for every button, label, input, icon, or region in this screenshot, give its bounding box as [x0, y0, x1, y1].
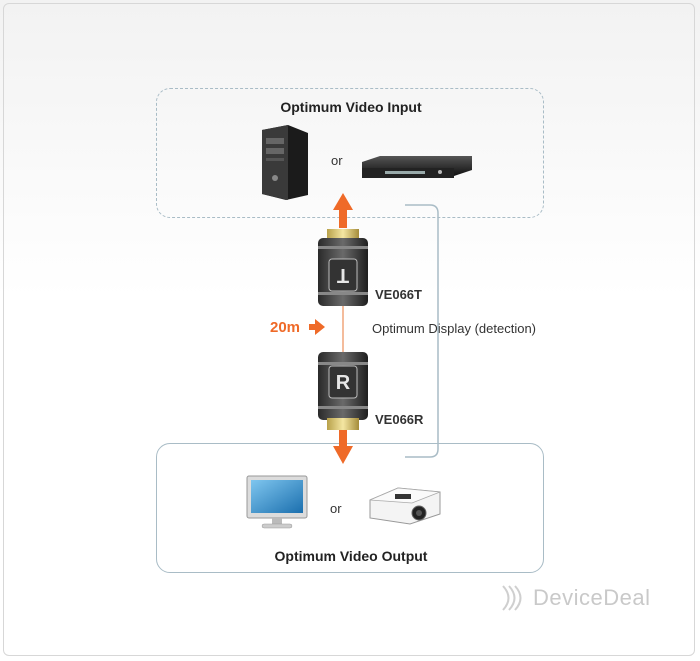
distance-arrow-icon — [309, 319, 325, 335]
arrow-down-icon — [333, 428, 353, 464]
lcd-monitor-icon — [246, 475, 308, 529]
detection-line — [405, 204, 439, 458]
projector-icon — [369, 487, 441, 525]
or-text-output: or — [330, 501, 342, 516]
devicedeal-logo-icon — [502, 585, 522, 611]
distance-label: 20m — [270, 319, 301, 336]
or-text-input: or — [331, 153, 343, 168]
detection-label: Optimum Display (detection) — [369, 321, 539, 336]
receiver-dongle-icon: R — [318, 352, 368, 430]
transmitter-dongle-icon: T — [318, 229, 368, 306]
svg-text:T: T — [337, 264, 349, 286]
dvd-player-icon — [362, 156, 472, 178]
input-group-title: Optimum Video Input — [280, 99, 422, 115]
svg-text:R: R — [336, 372, 351, 394]
devicedeal-watermark: DeviceDeal — [533, 585, 651, 610]
transmitter-label: VE066T — [375, 287, 422, 302]
video-output-group: Optimum Video Output — [156, 443, 544, 573]
output-group-title: Optimum Video Output — [274, 548, 428, 564]
video-input-group: Optimum Video Input — [156, 88, 544, 218]
pc-tower-icon — [262, 125, 308, 200]
outer-frame — [3, 3, 695, 656]
receiver-label: VE066R — [375, 412, 424, 427]
arrow-up-icon — [333, 193, 353, 228]
